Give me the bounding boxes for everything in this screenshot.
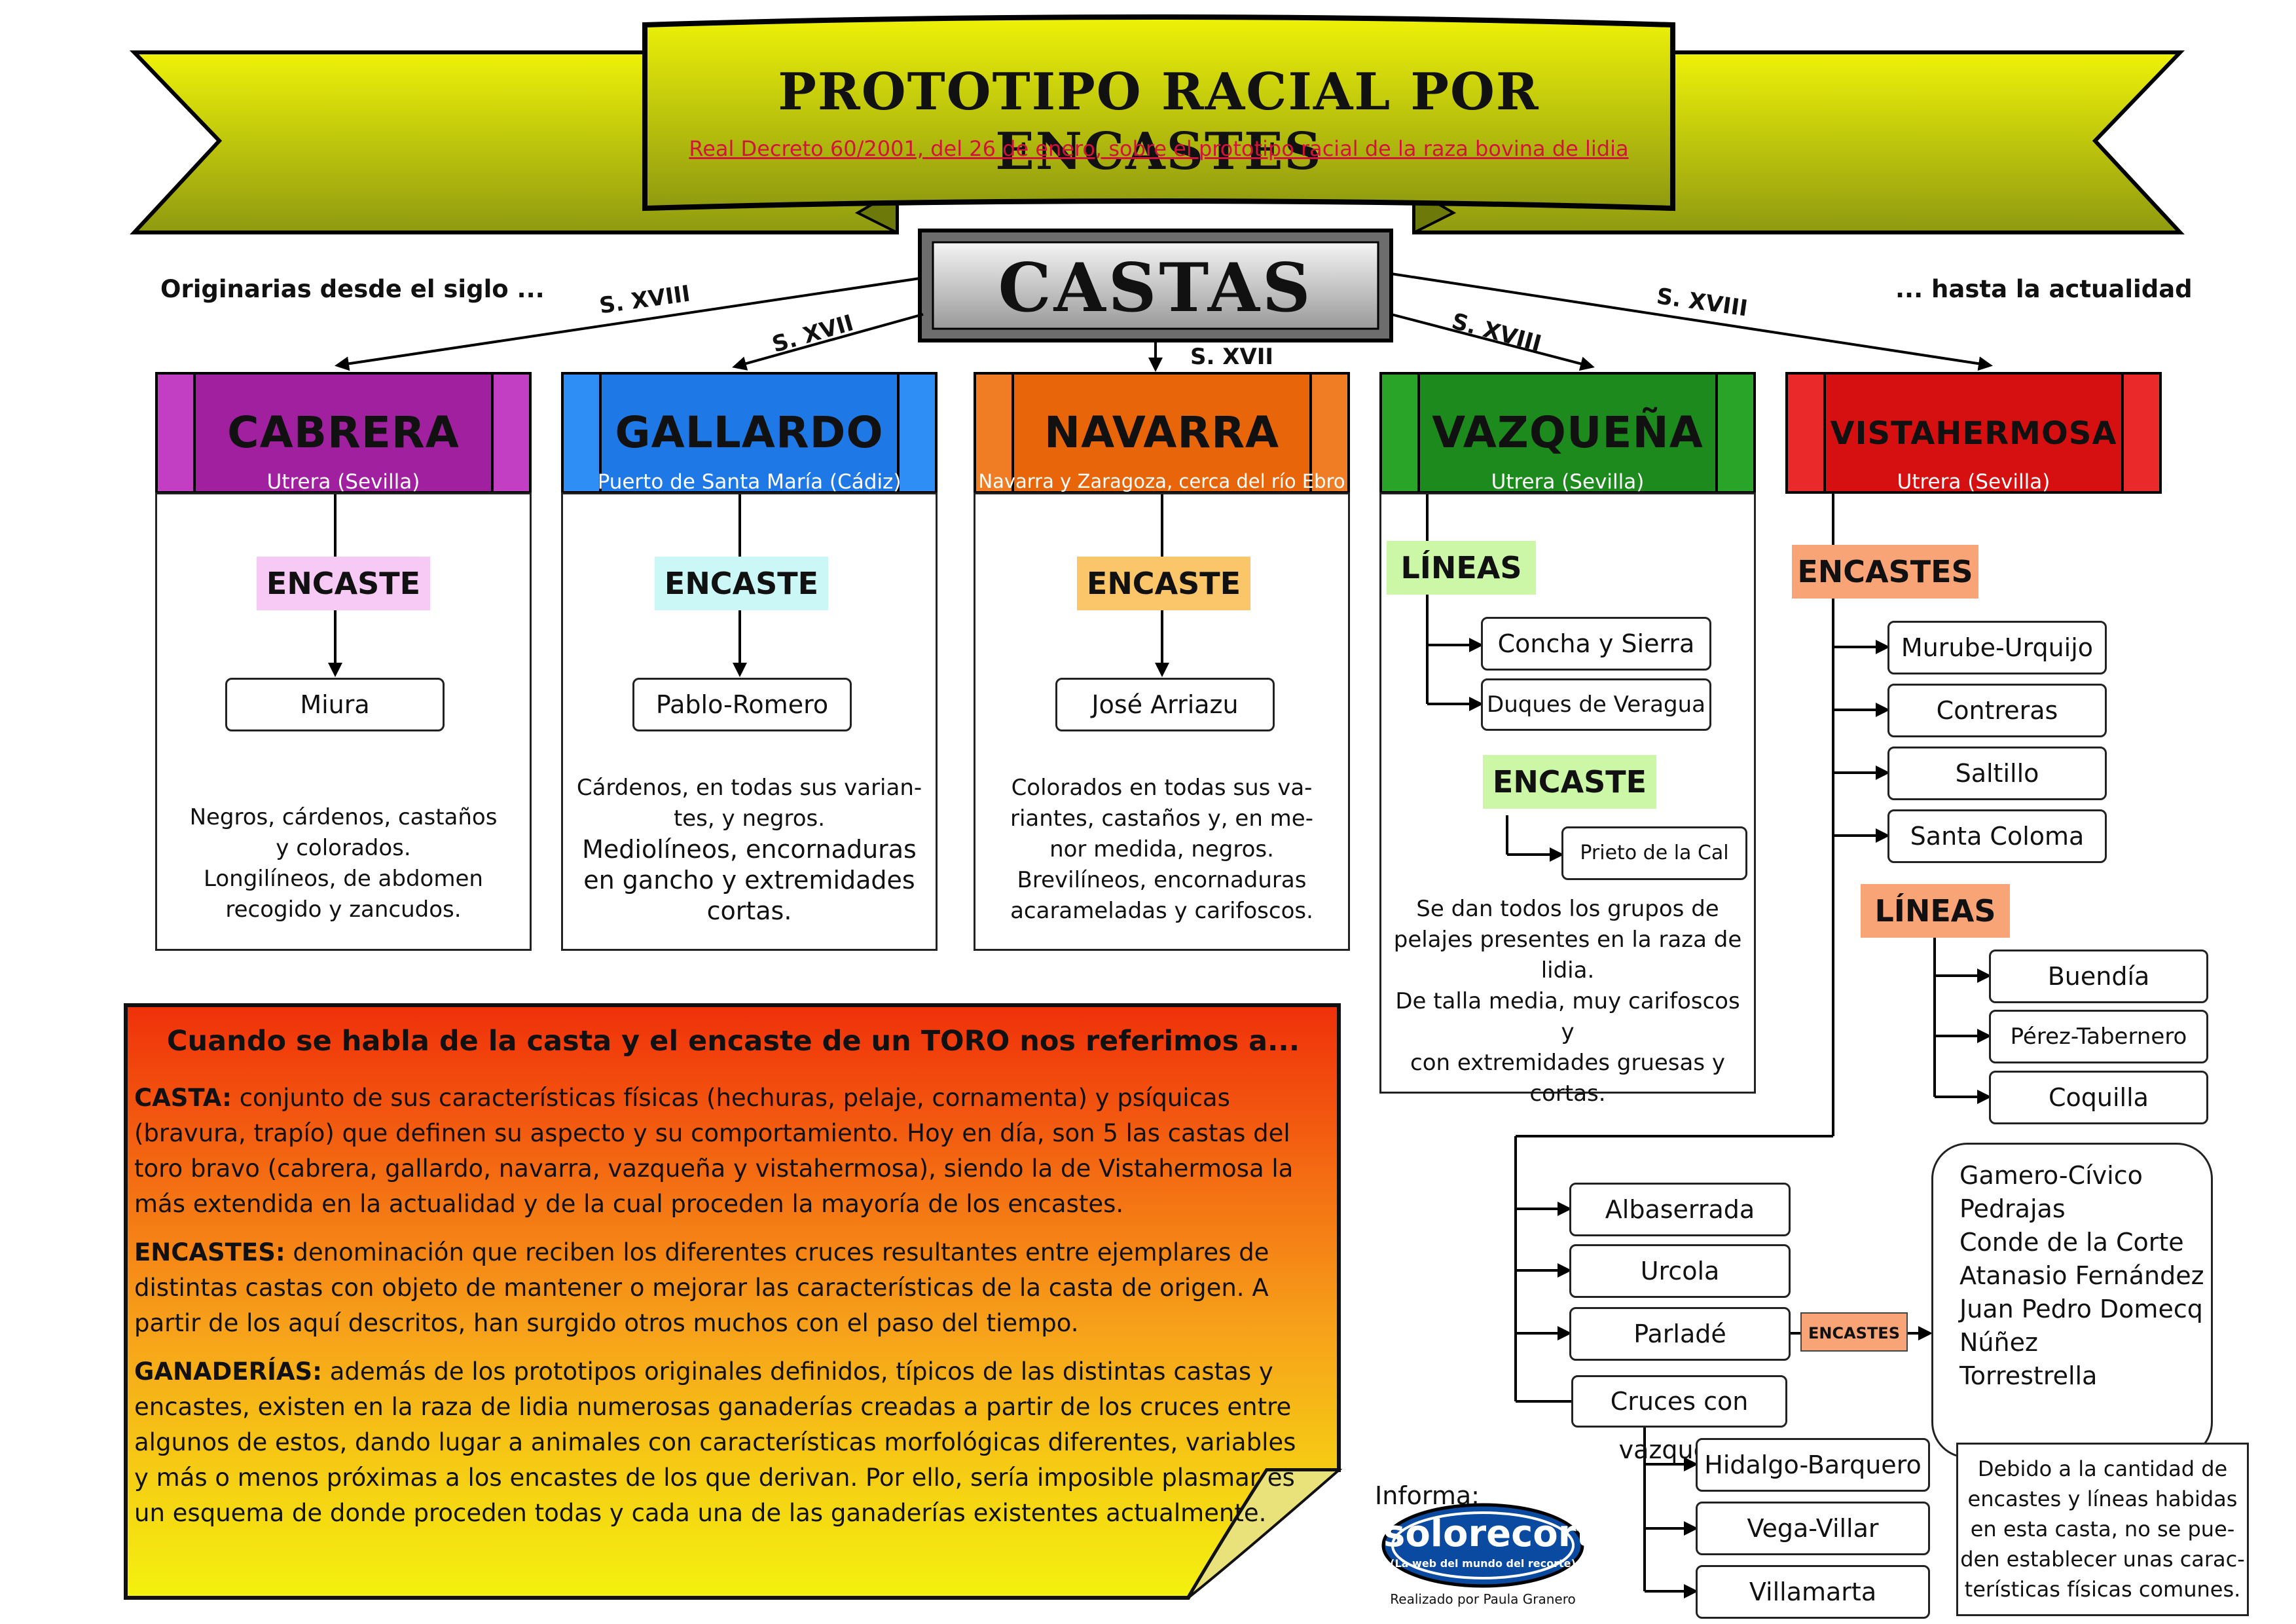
info-body: CASTA: conjunto de sus características f… [134,1080,1313,1544]
encastes-definition: ENCASTES: denominación que reciben los d… [134,1238,1269,1337]
caste-origin: Utrera (Sevilla) [266,470,420,494]
list-item: Gamero-Cívico [1959,1161,2143,1190]
info-box-shape [124,1003,1343,1600]
encaste-box-santa-coloma: Santa Coloma [1887,809,2107,863]
page-title: PROTOTIPO RACIAL POR ENCASTES [778,62,1540,181]
encaste-box-jose-arriazu: José Arriazu [1055,678,1275,731]
encaste-box-saltillo: Saltillo [1887,747,2107,800]
lineas-tag-vazquena: LÍNEAS [1387,541,1536,595]
ganaderias-definition: GANADERÍAS: además de los prototipos ori… [134,1357,1296,1527]
linea-box-buendia: Buendía [1989,950,2208,1003]
list-item: Pedrajas [1959,1194,2066,1223]
caste-header-vistahermosa: VISTAHERMOSA Utrera (Sevilla) [1785,372,2162,494]
casta-definition: CASTA: conjunto de sus características f… [134,1084,1294,1218]
info-heading: Cuando se habla de la casta y el encaste… [166,1025,1300,1058]
caste-name: VAZQUEÑA [1432,407,1704,458]
caste-header-cabrera: CABRERA Utrera (Sevilla) [155,372,532,494]
cruce-box-vega-villar: Vega-Villar [1696,1502,1930,1555]
caste-header-navarra: NAVARRA Navarra y Zaragoza, cerca del rí… [974,372,1350,494]
caste-origin: Utrera (Sevilla) [1897,470,2050,494]
caste-name: VISTAHERMOSA [1830,415,2117,452]
informa-label: Informa: [1375,1481,1480,1510]
lineas-tag-santa-coloma: LÍNEAS [1861,884,2010,938]
panel-cabrera [155,492,532,951]
encastes-tag-parlade: ENCASTES [1800,1312,1908,1352]
caste-name: GALLARDO [615,407,884,458]
cruce-box-hidalgo-barquero: Hidalgo-Barquero [1696,1438,1930,1492]
encastes-tag-vistahermosa: ENCASTES [1792,545,1978,599]
caste-name: NAVARRA [1044,407,1280,458]
encaste-box-urcola: Urcola [1569,1244,1791,1298]
panel-gallardo [561,492,938,951]
panel-vazquena [1379,492,1756,1094]
linea-box-coquilla: Coquilla [1989,1071,2208,1124]
logo-shape [1381,1503,1584,1588]
logo-solorecortes: solorecortes [1383,1513,1641,1555]
castas-label: CASTAS [998,249,1313,327]
list-item: Torrestrella [1959,1361,2098,1390]
tree-lines [328,494,1992,1598]
linea-box-perez-tabernero: Pérez-Tabernero [1989,1010,2208,1063]
linea-box-concha-y-sierra: Concha y Sierra [1481,617,1711,671]
encaste-box-prieto-de-la-cal: Prieto de la Cal [1561,826,1747,880]
encaste-box-pablo-romero: Pablo-Romero [632,678,852,731]
encaste-tag-navarra: ENCASTE [1077,557,1250,610]
caste-origin: Navarra y Zaragoza, cerca del río Ebro [978,470,1345,492]
century-arrows [335,272,1993,372]
caste-name: CABRERA [227,407,460,458]
caste-header-gallardo: GALLARDO Puerto de Santa María (Cádiz) [561,372,938,494]
list-item: Juan Pedro Domecq [1959,1295,2203,1323]
list-item: Conde de la Corte [1959,1228,2184,1257]
cruce-box-villamarta: Villamarta [1696,1565,1930,1619]
caste-header-vazquena: VAZQUEÑA Utrera (Sevilla) [1379,372,1756,494]
logo-tagline: (La web del mundo del recorte) [1390,1557,1576,1570]
parlade-encastes-list: Gamero-Cívico Pedrajas Conde de la Corte… [1931,1143,2213,1458]
caste-origin: Utrera (Sevilla) [1491,470,1645,494]
origin-left-text: Originarias desde el siglo ... [160,275,545,303]
page-subtitle: Real Decreto 60/2001, del 26 de enero, s… [689,136,1629,161]
caste-description-gallardo: Cárdenos, en todas sus varian-tes, y neg… [576,775,922,925]
encaste-tag-vazquena: ENCASTE [1483,755,1656,809]
list-item: Atanasio Fernández [1959,1261,2204,1290]
title-ribbon [129,14,2185,235]
castas-plate [918,229,1393,342]
century-label-navarra: S. XVII [1190,344,1274,370]
encaste-box-contreras: Contreras [1887,684,2107,737]
encaste-tag-cabrera: ENCASTE [257,557,430,610]
caste-origin: Puerto de Santa María (Cádiz) [597,470,902,494]
caste-description-navarra: Colorados en todas sus va-riantes, casta… [1010,775,1313,924]
origin-right-text: ... hasta la actualidad [1895,275,2193,303]
list-item: Núñez [1959,1328,2038,1357]
encaste-box-parlade: Parladé [1569,1307,1791,1361]
linea-box-duques-de-veragua: Duques de Veragua [1481,678,1711,731]
panel-navarra [974,492,1350,951]
encaste-box-albaserrada: Albaserrada [1569,1183,1791,1236]
encaste-box-murube-urquijo: Murube-Urquijo [1887,621,2107,674]
credit-text: Realizado por Paula Granero [1390,1591,1576,1607]
encaste-box-cruces-con-vazqueno: Cruces con vazqueño [1571,1375,1787,1464]
encaste-tag-gallardo: ENCASTE [655,557,828,610]
encaste-box-miura: Miura [225,678,445,731]
